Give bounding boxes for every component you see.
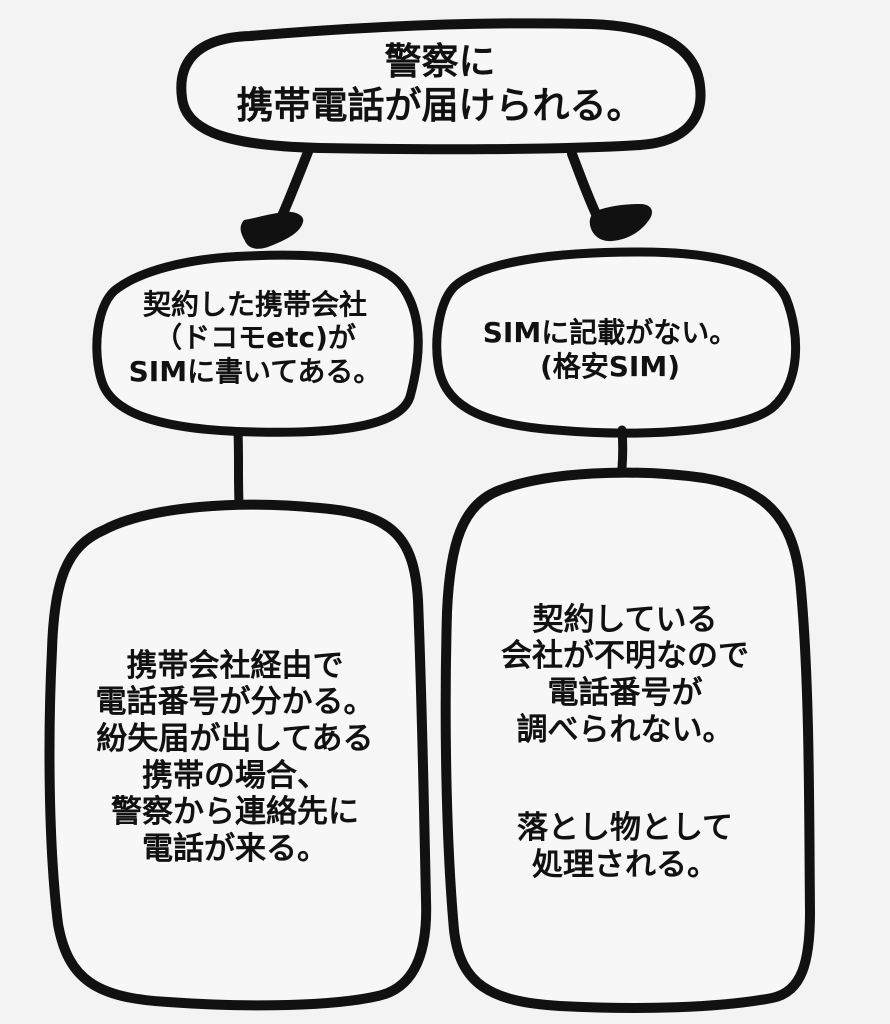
left-arrow-line bbox=[277, 147, 313, 221]
right-result-stack: 契約している 会社が不明なので 電話番号が 調べられない。 落とし物として 処理… bbox=[453, 480, 797, 1005]
left-condition-shape bbox=[92, 250, 423, 437]
left-arrow-head bbox=[240, 211, 304, 249]
right-result-text-2: 落とし物として 処理される。 bbox=[516, 810, 734, 883]
right-result-shape bbox=[440, 467, 815, 1013]
right-condition-text: SIMに記載がない。 (格安SIM) bbox=[482, 316, 738, 383]
left-result-shape bbox=[44, 499, 432, 1011]
right-arrow-line bbox=[567, 149, 601, 219]
right-result-text-1: 契約している 会社が不明なので 電話番号が 調べられない。 bbox=[501, 601, 749, 748]
left-result-text: 携帯会社経由で 電話番号が分かる。 紛失届が出してある 携帯の場合、 警察から連… bbox=[95, 647, 375, 867]
right-condition-shape bbox=[432, 247, 801, 438]
right-arrow-head bbox=[589, 204, 652, 242]
right-result-container: 契約している 会社が不明なので 電話番号が 調べられない。 落とし物として 処理… bbox=[445, 480, 805, 1005]
right-connector bbox=[617, 425, 628, 473]
top-node-text: 警察に 携帯電話が届けられる。 bbox=[236, 39, 644, 127]
left-condition-text: 契約した携帯会社 （ドコモetc)が SIMに書いてある。 bbox=[128, 287, 382, 388]
top-node-shape bbox=[176, 18, 706, 155]
left-connector bbox=[233, 427, 244, 508]
